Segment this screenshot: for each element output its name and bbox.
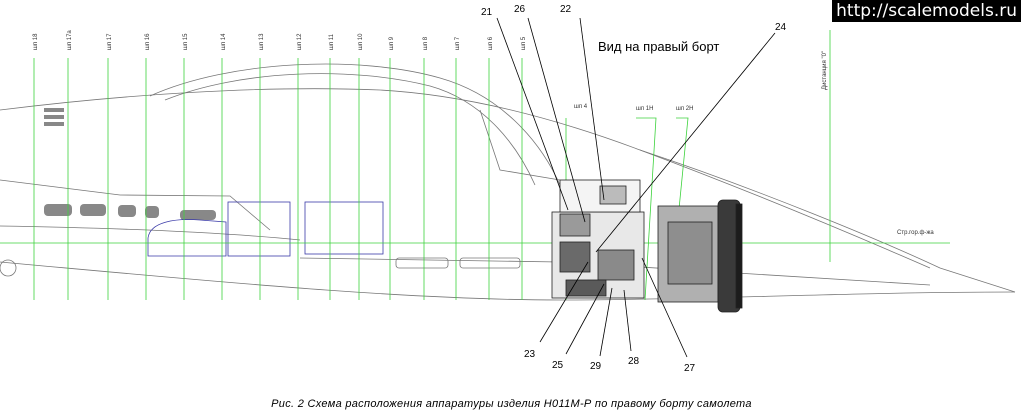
vent-left-1 bbox=[44, 204, 72, 216]
frame-label: шп 8 bbox=[423, 36, 429, 50]
vent-top-1 bbox=[44, 108, 64, 112]
equipment-bays bbox=[147, 201, 384, 257]
frame-label: шп 7 bbox=[455, 36, 461, 50]
frame-label: шп 5 bbox=[521, 36, 527, 50]
gear-wheel bbox=[0, 259, 17, 277]
unit-small bbox=[599, 185, 627, 205]
frame-label: шп 12 bbox=[297, 33, 303, 50]
unit-dark-4 bbox=[565, 279, 607, 297]
fuselage-outline bbox=[0, 63, 1016, 301]
callout-29: 29 bbox=[590, 361, 602, 372]
leader-22 bbox=[579, 17, 605, 201]
nose-frame-1n bbox=[636, 117, 657, 301]
bay-2 bbox=[304, 201, 384, 255]
callout-21: 21 bbox=[481, 7, 493, 18]
leader-21 bbox=[496, 17, 569, 211]
leader-27 bbox=[641, 257, 688, 358]
frame-labels: шп 18 шп 17а шп 17 шп 16 шп 15 шп 14 шп 13 шп 1… bbox=[33, 30, 527, 50]
callout-28: 28 bbox=[628, 356, 640, 367]
antenna-detail bbox=[667, 221, 713, 285]
callout-leaders bbox=[496, 17, 776, 358]
frame-lines bbox=[33, 58, 523, 300]
nose-frame-label-4: шп 4 bbox=[574, 104, 588, 110]
vent-left-2 bbox=[80, 204, 106, 216]
frame-label: шп 16 bbox=[145, 33, 151, 50]
frame-label: шп 17а bbox=[67, 30, 73, 50]
leader-29 bbox=[599, 287, 613, 357]
radar-equipment bbox=[551, 179, 743, 313]
vent-slots bbox=[44, 108, 216, 220]
leader-24 bbox=[595, 32, 776, 253]
fuselage-top-line bbox=[0, 88, 1016, 293]
panel-1 bbox=[395, 257, 449, 269]
vent-left-3 bbox=[118, 205, 136, 217]
callout-23: 23 bbox=[524, 349, 536, 360]
frame-label: шп 10 bbox=[358, 33, 364, 50]
fuselage-bottom-line bbox=[0, 261, 1016, 301]
frame-label: шп 11 bbox=[329, 33, 335, 50]
nose-frame-label-2n: шп 2Н bbox=[676, 106, 693, 112]
vent-left-4 bbox=[145, 206, 159, 218]
unit-dark-3 bbox=[559, 213, 591, 237]
leader-25 bbox=[565, 283, 605, 355]
leader-28 bbox=[623, 289, 632, 352]
canopy-frame bbox=[479, 109, 561, 181]
nose-frame-label-1n: шп 1Н bbox=[636, 106, 653, 112]
callout-27: 27 bbox=[684, 363, 696, 374]
axis-label: Стр.гор.ф-жа bbox=[897, 230, 934, 236]
canopy bbox=[149, 63, 561, 186]
intake-line bbox=[0, 179, 271, 231]
unit-dark-2 bbox=[597, 249, 635, 281]
figure-caption: Рис. 2 Схема расположения аппаратуры изд… bbox=[271, 398, 752, 410]
frame-label: шп 9 bbox=[389, 36, 395, 50]
lower-contour bbox=[0, 225, 301, 241]
vent-top-3 bbox=[44, 122, 64, 126]
panel-2 bbox=[459, 257, 521, 269]
watermark: http://scalemodels.ru bbox=[832, 0, 1021, 22]
canopy-inner bbox=[164, 73, 536, 186]
frame-label: шп 15 bbox=[183, 33, 189, 50]
callout-22: 22 bbox=[560, 4, 572, 15]
nose-contour bbox=[639, 149, 931, 269]
antenna-rim bbox=[735, 203, 743, 309]
view-title: Вид на правый борт bbox=[598, 39, 720, 54]
frame-label: шп 6 bbox=[488, 36, 494, 50]
bay-3 bbox=[147, 219, 227, 257]
callout-24: 24 bbox=[775, 22, 787, 33]
callout-25: 25 bbox=[552, 360, 564, 371]
vent-top-2 bbox=[44, 115, 64, 119]
vent-left-5 bbox=[180, 210, 216, 220]
callout-numbers: 21 26 22 24 23 25 29 28 27 bbox=[481, 4, 787, 374]
callout-26: 26 bbox=[514, 4, 526, 15]
frame-label: шп 18 bbox=[33, 33, 39, 50]
frame-label: шп 17 bbox=[107, 33, 113, 50]
unit-dark-1 bbox=[559, 241, 591, 273]
frame-label: шп 13 bbox=[259, 33, 265, 50]
frame-label: шп 14 bbox=[221, 33, 227, 50]
leader-26 bbox=[527, 17, 586, 223]
bay-1 bbox=[227, 201, 291, 257]
datum-label: Дистанция "0" bbox=[822, 51, 828, 90]
leader-23 bbox=[539, 261, 589, 343]
